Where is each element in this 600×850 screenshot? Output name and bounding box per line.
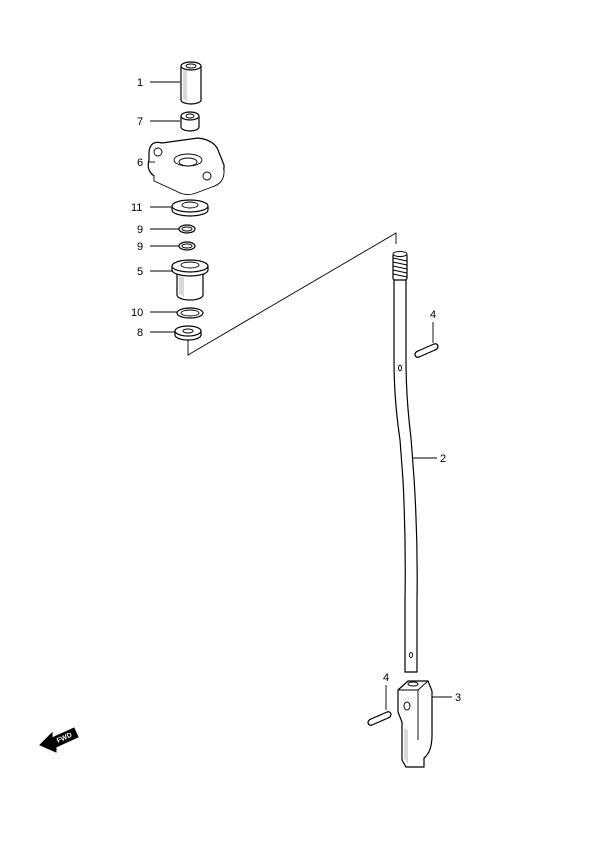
part-7-nut[interactable] (180, 111, 200, 132)
callout-9-upper: 9 (137, 224, 143, 236)
callout-5: 5 (137, 266, 143, 278)
part-4-pin-lower[interactable] (367, 711, 392, 726)
part-2-shift-rod[interactable] (392, 251, 418, 673)
part-5-flanged-bushing[interactable] (171, 259, 209, 301)
callout-7: 7 (137, 116, 143, 128)
callout-2: 2 (440, 453, 446, 465)
callout-4-lower: 4 (383, 672, 389, 684)
part-11-bushing[interactable] (171, 199, 209, 217)
part-10-seal-ring[interactable] (176, 307, 204, 319)
part-4-pin-upper[interactable] (414, 343, 439, 358)
part-8-washer[interactable] (174, 325, 202, 341)
part-3-shift-cam[interactable] (397, 680, 433, 768)
callout-4-upper: 4 (430, 309, 436, 321)
part-9-oring-upper[interactable] (178, 224, 196, 234)
callout-9-lower: 9 (137, 241, 143, 253)
callout-3: 3 (455, 692, 461, 704)
part-6-plate[interactable] (147, 137, 225, 196)
fwd-arrow-icon: FWD (39, 727, 79, 753)
callout-1: 1 (137, 77, 143, 89)
callout-10: 10 (131, 307, 143, 319)
callout-8: 8 (137, 327, 143, 339)
callout-11: 11 (131, 202, 142, 214)
callout-6: 6 (137, 157, 143, 169)
part-1-sleeve[interactable] (180, 61, 202, 105)
assembly-indicator-line (187, 232, 397, 356)
part-9-oring-lower[interactable] (178, 241, 196, 251)
